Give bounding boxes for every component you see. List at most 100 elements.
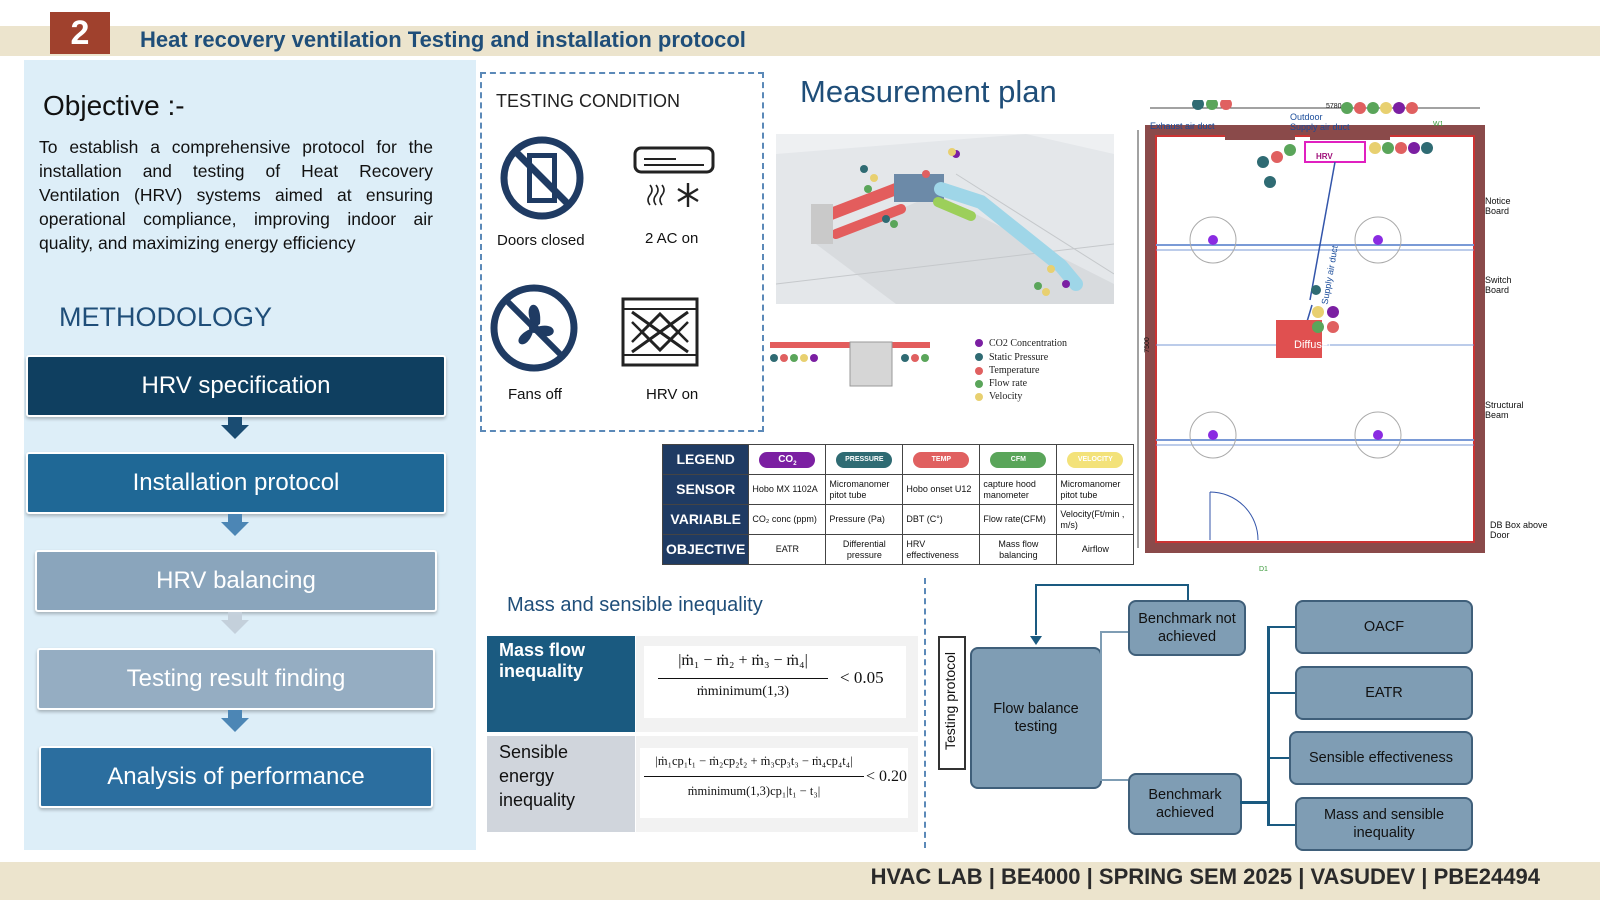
arrow-down-icon xyxy=(228,417,242,426)
label-hrv: HRV xyxy=(1316,152,1333,161)
benchmark-not-achieved-box: Benchmark not achieved xyxy=(1128,600,1246,656)
method-step-installation-protocol: Installation protocol xyxy=(26,452,446,514)
variable-row-head: VARIABLE xyxy=(661,504,750,535)
arrow-down-icon xyxy=(228,710,242,719)
key-dot xyxy=(975,393,983,401)
pill-velocity: VELOCITY xyxy=(1067,451,1124,468)
testing-condition-panel xyxy=(480,72,764,432)
header-band xyxy=(0,26,1600,56)
label-notice-board: Notice Board xyxy=(1485,196,1511,216)
sensor-cell: Micromanomer pitot tube xyxy=(1056,474,1135,505)
result-eatr-box: EATR xyxy=(1295,666,1473,720)
section-divider xyxy=(924,578,926,848)
pill-co2: CO2 xyxy=(759,451,816,468)
arrow-down-icon xyxy=(228,612,242,621)
arrow-down-icon xyxy=(221,425,249,439)
key-dot xyxy=(975,380,983,388)
room-floor-plan xyxy=(1137,100,1485,553)
variable-cell: DBT (C°) xyxy=(902,504,981,535)
variable-cell: Flow rate(CFM) xyxy=(979,504,1058,535)
hrv-unit-icon xyxy=(621,297,699,367)
connector-line xyxy=(1267,626,1270,826)
label-db-box: DB Box above Door xyxy=(1490,520,1548,540)
key-flow-rate: Flow rate xyxy=(989,378,1028,389)
methodology-heading: METHODOLOGY xyxy=(59,302,273,332)
sensor-row-head: SENSOR xyxy=(661,474,750,505)
arrow-down-icon xyxy=(228,514,242,523)
arrow-down-icon xyxy=(221,718,249,732)
sensor-cell: Hobo onset U12 xyxy=(902,474,981,505)
section-number: 2 xyxy=(50,12,110,54)
connector-line xyxy=(1267,824,1295,826)
connector-line xyxy=(1100,779,1128,781)
label-structural-beam: Structural Beam xyxy=(1485,400,1524,420)
sensor-legend-table: LEGEND CO2 PRESSURE TEMP CFM VELOCITY SE… xyxy=(661,444,1135,565)
condition-doors-closed: Doors closed xyxy=(497,232,585,249)
key-dot xyxy=(975,367,983,375)
variable-cell: Pressure (Pa) xyxy=(825,504,904,535)
sensor-cell: Hobo MX 1102A xyxy=(748,474,827,505)
result-oacf-box: OACF xyxy=(1295,600,1473,654)
condition-fans-off: Fans off xyxy=(508,386,562,403)
condition-ac-on: 2 AC on xyxy=(645,230,699,247)
fan-off-icon xyxy=(490,284,578,372)
method-step-hrv-balancing: HRV balancing xyxy=(35,550,437,612)
arrow-down-icon xyxy=(221,522,249,536)
sensor-cell: capture hood manometer xyxy=(979,474,1058,505)
key-temperature: Temperature xyxy=(989,365,1040,376)
duct-section-illustration xyxy=(770,341,930,387)
sensor-cell: Micromanomer pitot tube xyxy=(825,474,904,505)
legend-row-head: LEGEND xyxy=(661,444,750,475)
pill-pressure: PRESSURE xyxy=(836,451,893,468)
objective-cell: Airflow xyxy=(1056,534,1135,565)
footer-band xyxy=(0,862,1600,900)
pill-temp: TEMP xyxy=(913,451,970,468)
result-sensible-effectiveness-box: Sensible effectiveness xyxy=(1289,731,1473,785)
objective-row-head: OBJECTIVE xyxy=(661,534,750,565)
connector-line xyxy=(1267,692,1295,694)
arrow-down-icon xyxy=(221,620,249,634)
connector-line xyxy=(1267,757,1289,759)
connector-line xyxy=(1187,584,1189,600)
testing-protocol-box xyxy=(938,636,966,770)
sensible-energy-formula: |ṁ₁cp₁t₁ − ṁ₂cp₂t₂ + ṁ₃cp₃t₃ − ṁ₄cp₄t₄| … xyxy=(640,748,908,818)
objective-cell: HRV effectiveness xyxy=(902,534,981,565)
benchmark-achieved-box: Benchmark achieved xyxy=(1128,773,1242,835)
objective-heading: Objective :- xyxy=(43,90,185,121)
connector-line xyxy=(1240,801,1268,804)
connector-line xyxy=(1035,584,1188,586)
mass-flow-formula: |ṁ₁ − ṁ₂ + ṁ₃ − ṁ₄| ṁminimum(1,3) < 0.05 xyxy=(644,646,906,718)
key-dot xyxy=(975,339,983,347)
objective-cell: EATR xyxy=(748,534,827,565)
measurement-plan-heading: Measurement plan xyxy=(800,74,1057,109)
air-conditioner-icon xyxy=(633,146,715,207)
label-diffuser: Diffuser xyxy=(1294,339,1332,351)
arrow-down-icon xyxy=(1030,636,1042,645)
objective-cell: Differential pressure xyxy=(825,534,904,565)
duct-layout-illustration xyxy=(776,134,1114,304)
label-dimension-left: 7500 xyxy=(1143,337,1151,353)
key-static-pressure: Static Pressure xyxy=(989,352,1049,363)
variable-cell: CO₂ conc (ppm) xyxy=(748,504,827,535)
connector-line xyxy=(1100,631,1102,780)
label-outdoor-supply-air-duct: Outdoor Supply air duct xyxy=(1290,112,1350,132)
connector-line xyxy=(1035,585,1037,635)
method-step-testing-result-finding: Testing result finding xyxy=(37,648,435,710)
pill-cfm: CFM xyxy=(990,451,1047,468)
door-closed-icon xyxy=(500,136,584,220)
key-co2: CO2 Concentration xyxy=(989,338,1068,349)
method-step-analysis-of-performance: Analysis of performance xyxy=(39,746,433,808)
condition-hrv-on: HRV on xyxy=(646,386,699,403)
label-switch-board: Switch Board xyxy=(1485,275,1512,295)
label-exhaust-air-duct: Exhaust air duct xyxy=(1150,121,1215,131)
method-step-hrv-specification: HRV specification xyxy=(26,355,446,417)
testing-condition-heading: TESTING CONDITION xyxy=(496,91,680,111)
footer-text: HVAC LAB | BE4000 | SPRING SEM 2025 | VA… xyxy=(870,864,1540,889)
page-title: Heat recovery ventilation Testing and in… xyxy=(140,27,746,52)
key-dot xyxy=(975,353,983,361)
objective-text: To establish a comprehensive protocol fo… xyxy=(39,137,433,253)
connector-line xyxy=(1267,626,1295,628)
testing-protocol-label: Testing protocol xyxy=(942,651,958,751)
label-door: D1 xyxy=(1259,566,1268,573)
key-velocity: Velocity xyxy=(989,391,1023,402)
